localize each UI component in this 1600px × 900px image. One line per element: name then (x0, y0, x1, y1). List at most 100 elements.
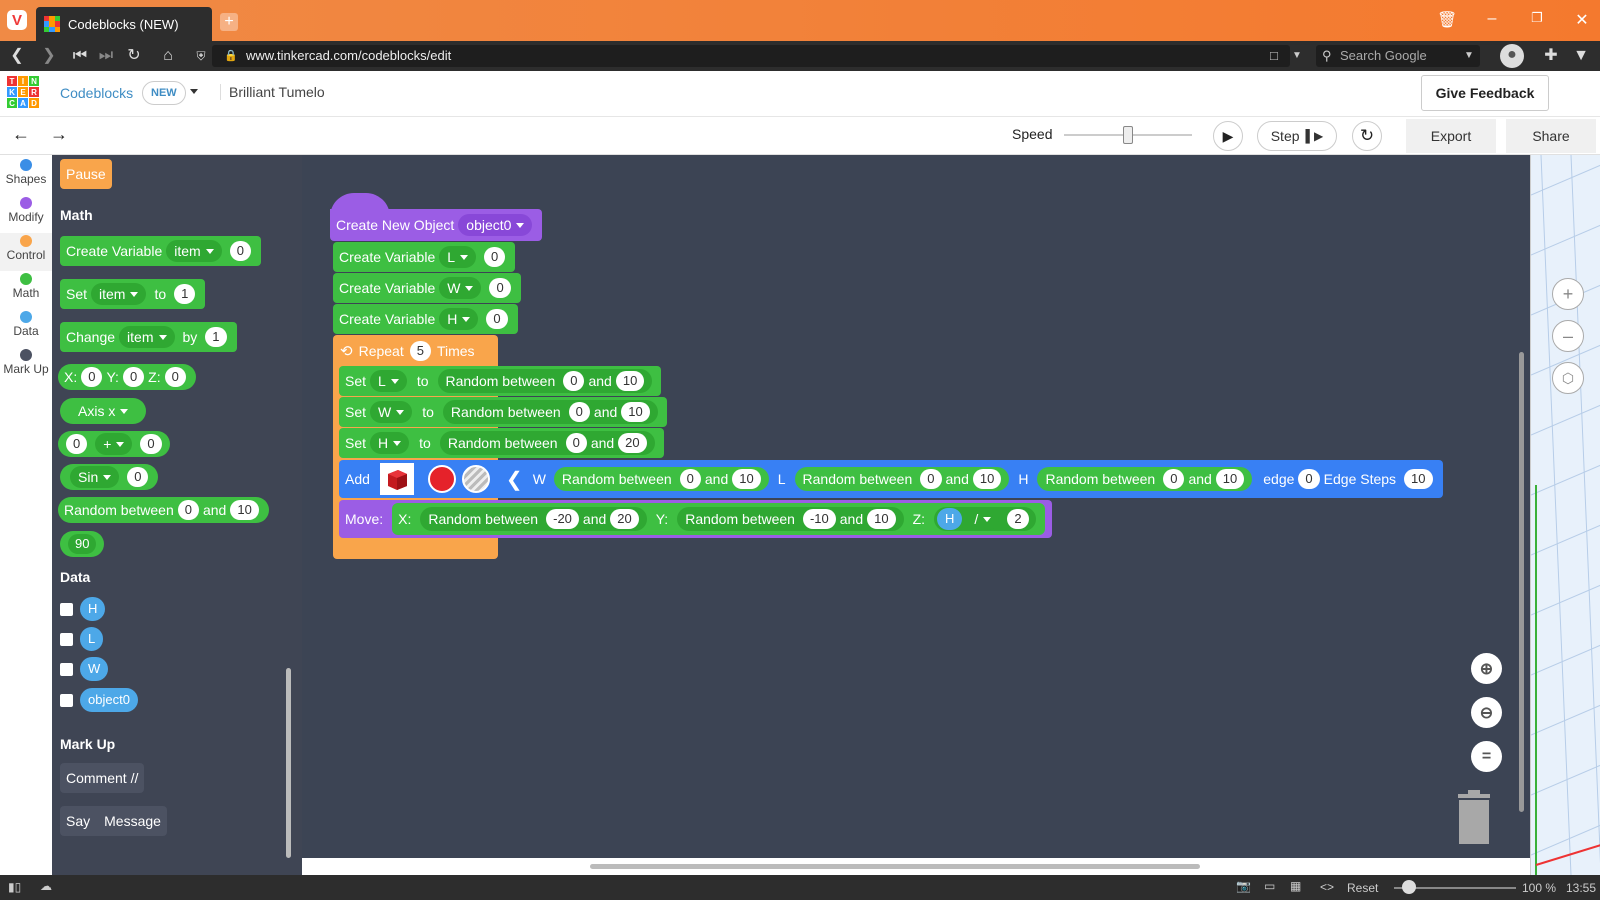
variable-dropdown[interactable]: H (439, 308, 479, 330)
workspace-scrollbar-horizontal[interactable] (590, 864, 1200, 869)
variable-dropdown[interactable]: H (370, 432, 410, 454)
variable-object0-block[interactable]: object0 (80, 688, 138, 712)
create-variable-h-block[interactable]: Create Variable H 0 (333, 304, 518, 334)
window-icon[interactable]: ▭ (1264, 879, 1276, 893)
step-button[interactable]: Step ▌▶ (1257, 121, 1337, 151)
value-input[interactable]: 0 (1298, 469, 1320, 489)
value-input[interactable]: 0 (66, 434, 88, 454)
box-shape-thumbnail[interactable] (379, 463, 414, 495)
back-icon[interactable]: ❮ (10, 47, 24, 64)
variable-dropdown[interactable]: W (439, 277, 482, 299)
capture-icon[interactable]: 📷 (1236, 879, 1251, 893)
number-block[interactable]: 90 (60, 531, 105, 557)
hole-swatch[interactable] (461, 465, 490, 493)
url-field[interactable]: 🔒 www.tinkercad.com/codeblocks/edit □ ▼ (212, 45, 1302, 67)
fast-forward-icon[interactable]: ⏭ (98, 47, 114, 64)
message-input[interactable]: Message (104, 813, 161, 829)
chevron-down-icon[interactable] (190, 89, 198, 94)
axis-dropdown[interactable]: Axis x (70, 400, 136, 422)
category-data[interactable]: Data (0, 309, 52, 347)
value-input[interactable]: 20 (618, 433, 647, 453)
play-button[interactable]: ▶ (1213, 121, 1243, 151)
color-swatch[interactable] (427, 465, 456, 493)
value-input[interactable]: 10 (732, 469, 761, 489)
reload-icon[interactable]: ↻ (127, 47, 141, 64)
variable-checkbox[interactable] (60, 603, 73, 616)
pause-block[interactable]: Pause (60, 159, 112, 189)
set-l-block[interactable]: Set L to Random between 0 and 10 (339, 366, 662, 396)
category-shapes[interactable]: Shapes (0, 157, 52, 195)
restore-icon[interactable]: ❐ (1531, 10, 1543, 25)
speed-slider-thumb[interactable] (1123, 126, 1133, 144)
category-math[interactable]: Math (0, 271, 52, 309)
change-block[interactable]: Change item by 1 (60, 322, 237, 352)
set-w-block[interactable]: Set W to Random between 0 and 10 (339, 397, 667, 427)
search-field[interactable]: ⚲ Search Google ▼ (1316, 45, 1480, 67)
value-input[interactable]: 10 (615, 371, 645, 391)
share-button[interactable]: Share (1506, 119, 1596, 153)
view-zoom-in-button[interactable]: + (1552, 278, 1584, 310)
function-dropdown[interactable]: Sin (70, 466, 120, 488)
project-name[interactable]: Brilliant Tumelo (220, 84, 325, 100)
set-h-block[interactable]: Set H to Random between 0 and 20 (339, 428, 664, 458)
view-home-icon[interactable]: ⬡ (1552, 362, 1584, 394)
value-input[interactable]: 0 (486, 309, 508, 329)
home-icon[interactable]: ⌂ (163, 47, 173, 64)
axis-block[interactable]: Axis x (60, 398, 147, 424)
value-input[interactable]: 0 (177, 500, 199, 520)
image-icon[interactable]: ▦ (1290, 879, 1302, 893)
value-input[interactable]: 0 (1163, 469, 1185, 489)
operator-dropdown[interactable]: + (95, 433, 133, 455)
operator-dropdown[interactable]: / (966, 508, 1000, 530)
value-input[interactable]: 10 (1215, 469, 1245, 489)
value-input[interactable]: 0 (122, 367, 145, 387)
set-block[interactable]: Set item to 1 (60, 279, 206, 309)
value-input[interactable]: 0 (568, 402, 590, 422)
new-tab-icon[interactable]: + (220, 13, 238, 31)
zoom-in-button[interactable]: ⊕ (1471, 653, 1502, 684)
value-input[interactable]: 10 (230, 500, 259, 520)
view-zoom-out-button[interactable]: – (1552, 320, 1584, 352)
chevron-down-icon[interactable]: ▼ (1464, 50, 1474, 61)
value-input[interactable]: 0 (140, 434, 162, 454)
vivaldi-menu-icon[interactable]: ▼ (1573, 47, 1589, 64)
workspace-trash-icon[interactable] (1456, 790, 1492, 844)
variable-h-reporter[interactable]: H (937, 508, 963, 530)
workspace-scrollbar-vertical[interactable] (1519, 352, 1524, 812)
sin-block[interactable]: Sin 0 (60, 464, 159, 490)
move-block[interactable]: Move: X: Random between -20 and 20 Y: Ra… (339, 500, 1052, 538)
forward-icon[interactable]: ❯ (42, 47, 56, 64)
number-value[interactable]: 90 (68, 534, 97, 554)
profile-avatar-icon[interactable]: ● (1500, 44, 1524, 68)
variable-h-block[interactable]: H (80, 597, 106, 621)
variable-l-block[interactable]: L (80, 627, 104, 651)
3d-viewport[interactable] (1530, 155, 1600, 875)
random-between-block[interactable]: Random between 0 and 10 (58, 497, 269, 523)
repeat-count-input[interactable]: 5 (409, 341, 431, 361)
create-variable-w-block[interactable]: Create Variable W 0 (333, 273, 521, 303)
undo-icon[interactable]: ← (12, 124, 30, 144)
page-zoom-thumb[interactable] (1402, 880, 1416, 894)
value-input[interactable]: 1 (205, 327, 227, 347)
value-input[interactable]: 2 (1007, 509, 1029, 529)
value-input[interactable]: 0 (164, 367, 186, 387)
cloud-sync-icon[interactable]: ☁ (40, 879, 52, 893)
chevron-down-icon[interactable]: ▼ (1292, 50, 1302, 61)
panel-toggle-icon[interactable]: ▮▯ (8, 880, 22, 894)
value-input[interactable]: 0 (127, 467, 149, 487)
value-input[interactable]: 0 (565, 433, 587, 453)
zoom-reset-button[interactable]: = (1471, 741, 1502, 772)
create-variable-block[interactable]: Create Variable item 0 (60, 236, 261, 266)
value-input[interactable]: 0 (489, 278, 511, 298)
object-dropdown[interactable]: object0 (458, 214, 533, 236)
create-variable-l-block[interactable]: Create Variable L 0 (333, 242, 516, 272)
reset-zoom-label[interactable]: Reset (1347, 881, 1379, 895)
operator-block[interactable]: 0 + 0 (58, 431, 170, 457)
extension-icon[interactable]: ✚ (1544, 47, 1558, 64)
value-input[interactable]: 0 (679, 469, 701, 489)
say-block[interactable]: Say Message (60, 806, 167, 836)
redo-icon[interactable]: → (50, 124, 68, 144)
trash-icon[interactable]: 🗑 (1437, 12, 1458, 29)
flyout-scrollbar[interactable] (286, 668, 291, 858)
variable-checkbox[interactable] (60, 694, 73, 707)
